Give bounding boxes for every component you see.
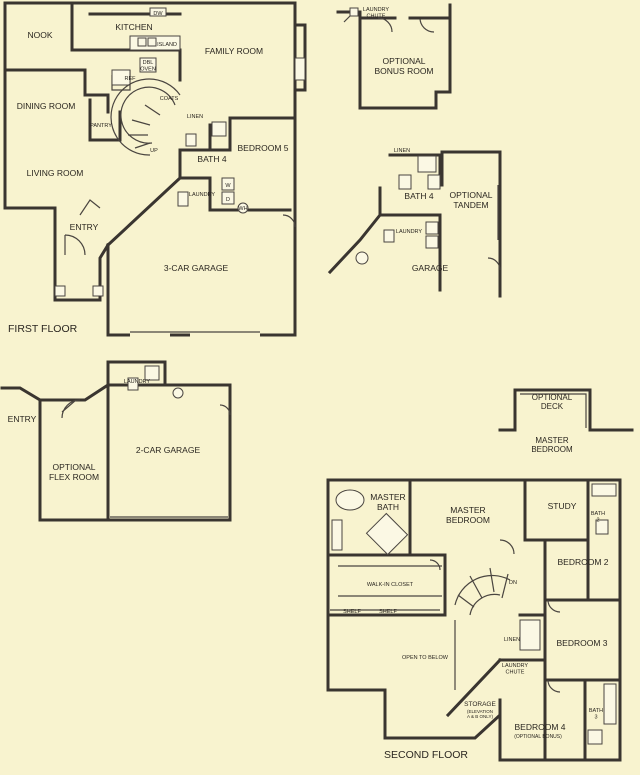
label-2-car-garage: 2-CAR GARAGE (136, 445, 201, 455)
first-floor-title: FIRST FLOOR (8, 323, 78, 335)
label-bedroom-4: BEDROOM 4 (514, 722, 565, 732)
label-ref: REF (125, 76, 137, 82)
label-pantry: PANTRY (90, 123, 112, 129)
label-tandem-linen: LINEN (394, 148, 410, 154)
label-family-room: FAMILY ROOM (205, 46, 263, 56)
second-floor-title: SECOND FLOOR (384, 749, 468, 761)
second-floor-plan (326, 478, 622, 762)
label-tandem-bath-4: BATH 4 (404, 191, 433, 201)
label-bedroom-5: BEDROOM 5 (237, 143, 288, 153)
label-washer: W (225, 183, 231, 189)
label-dryer: D (226, 197, 230, 203)
label-bedroom-4-note: (OPTIONAL BONUS) (514, 734, 562, 740)
optional-tandem-plan (327, 150, 502, 298)
label-3-car-garage: 3-CAR GARAGE (164, 263, 229, 273)
label-storage: STORAGE (464, 701, 496, 708)
label-kitchen: KITCHEN (115, 22, 152, 32)
label-entry: ENTRY (70, 222, 99, 232)
label-linen-2: LINEN (504, 637, 520, 643)
optional-bonus-room-plan (336, 3, 452, 110)
label-bedroom-3: BEDROOM 3 (556, 638, 607, 648)
label-up: UP (150, 148, 158, 154)
label-walk-in-closet: WALK-IN CLOSET (367, 582, 414, 588)
label-open-to-below: OPEN TO BELOW (402, 655, 449, 661)
label-dw: DW (153, 11, 163, 17)
label-linen: LINEN (187, 114, 203, 120)
label-shelf-2: SHELF (379, 609, 397, 615)
label-wh: WH (238, 206, 247, 212)
label-study: STUDY (548, 501, 577, 511)
label-laundry: LAUNDRY (189, 192, 216, 198)
label-living-room: LIVING ROOM (27, 168, 84, 178)
label-bath-4: BATH 4 (197, 154, 226, 164)
label-dining-room: DINING ROOM (17, 101, 76, 111)
label-2car-laundry: LAUNDRY (124, 379, 151, 385)
label-shelf-1: SHELF (343, 609, 361, 615)
label-tandem-laundry: LAUNDRY (396, 229, 423, 235)
label-coats: COATS (160, 96, 179, 102)
two-car-garage-plan (0, 360, 232, 522)
label-bedroom-2: BEDROOM 2 (557, 557, 608, 567)
first-floor-plan (3, 1, 307, 337)
label-island: ISLAND (157, 42, 177, 48)
label-dn: DN (509, 580, 517, 586)
label-tandem-garage: GARAGE (412, 263, 449, 273)
label-nook: NOOK (27, 30, 52, 40)
label-2car-entry: ENTRY (8, 414, 37, 424)
optional-deck-plan (498, 388, 634, 432)
